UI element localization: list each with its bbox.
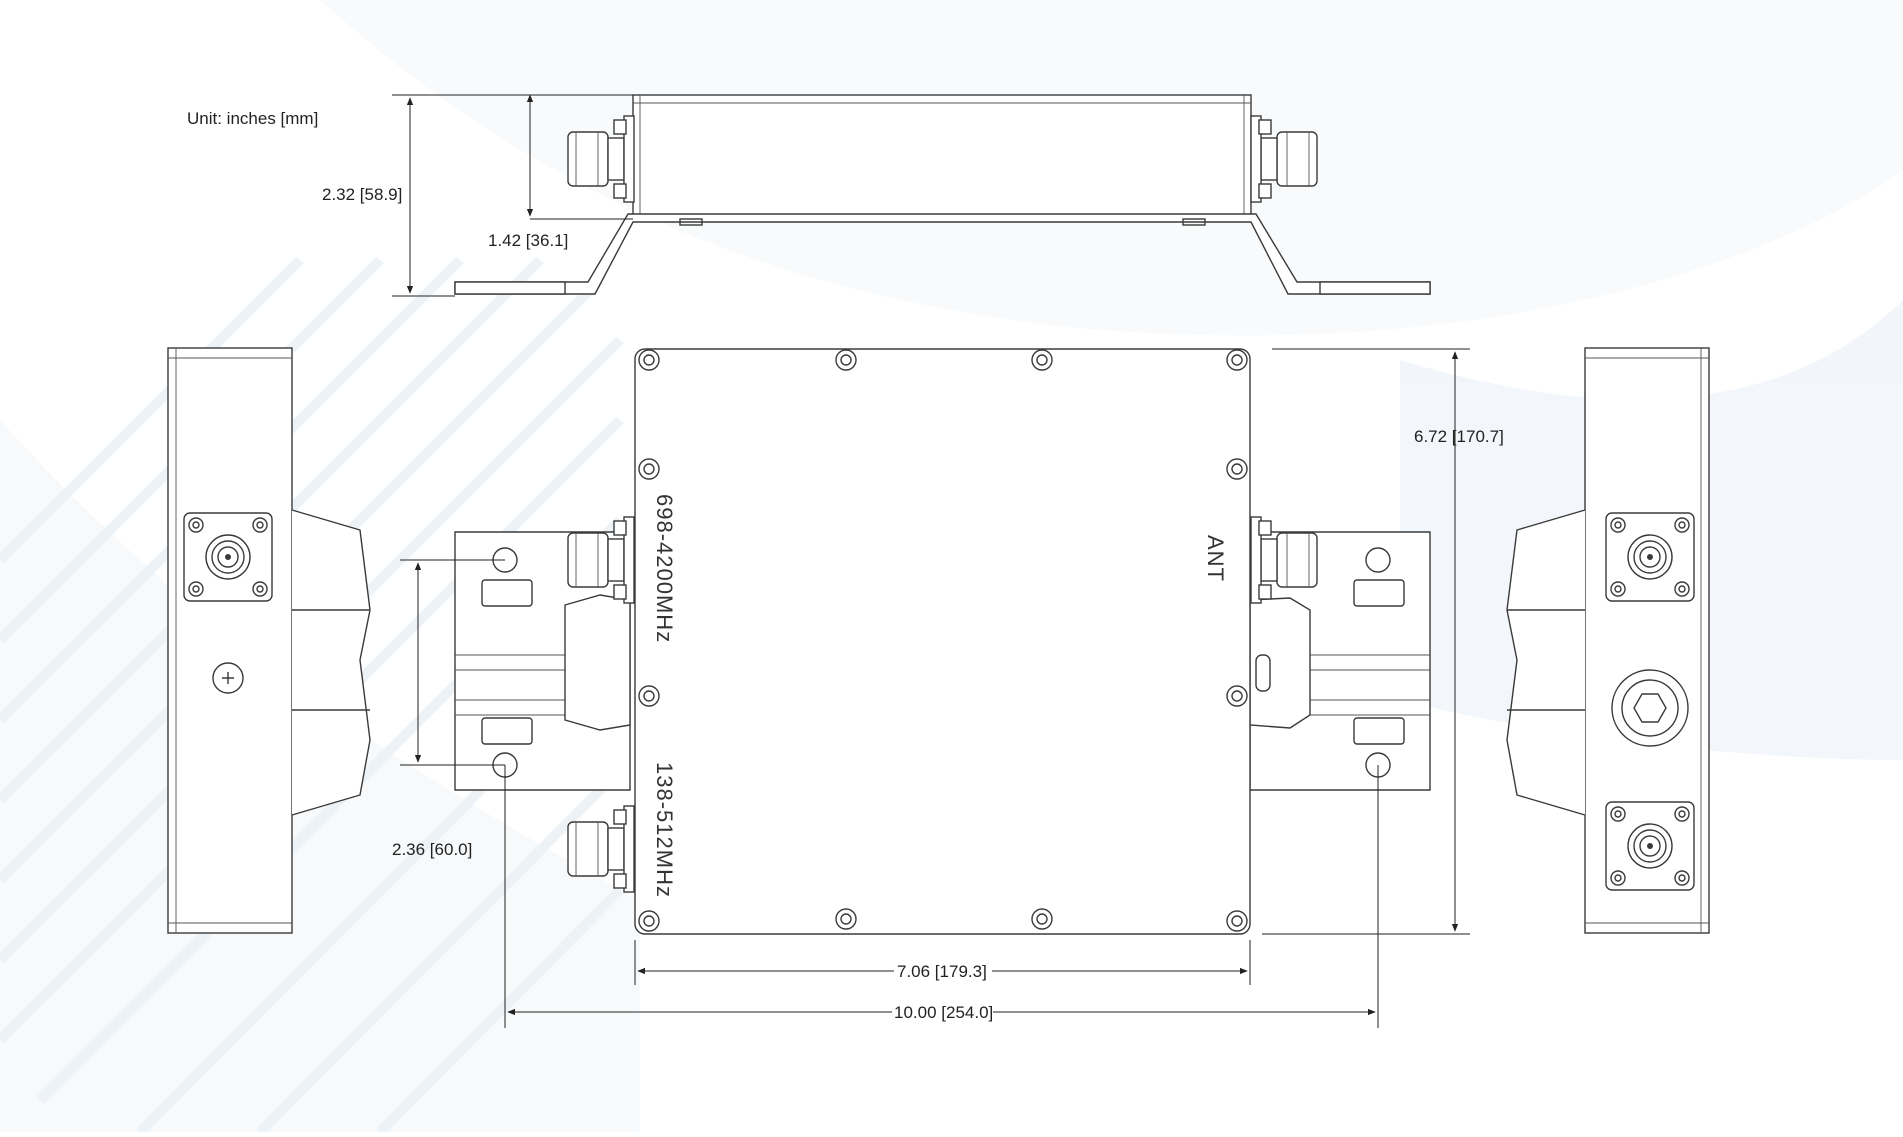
dim-label: 6.72 [170.7] [1414, 427, 1504, 446]
dim-label: 2.36 [60.0] [392, 840, 472, 859]
port-label-low-band: 138-512MHz [652, 762, 677, 898]
unit-note: Unit: inches [mm] [187, 109, 318, 128]
port-label-high-band: 698-4200MHz [652, 494, 677, 643]
dim-overall-height: 2.32 [58.9] [322, 94, 633, 297]
right-end-view [1506, 347, 1710, 934]
dim-label: 1.42 [36.1] [488, 231, 568, 250]
dim-body-depth: 6.72 [170.7] [1262, 348, 1504, 935]
dim-label: 2.32 [58.9] [322, 185, 402, 204]
dim-overall-width: 10.00 [254.0] [504, 765, 1379, 1028]
left-end-view [167, 347, 371, 934]
dim-label: 7.06 [179.3] [897, 962, 987, 981]
dim-body-width: 7.06 [179.3] [634, 940, 1251, 985]
dim-label: 10.00 [254.0] [894, 1003, 993, 1022]
dim-body-height: 1.42 [36.1] [488, 94, 633, 250]
side-view [454, 94, 1431, 295]
plan-view: 698-4200MHz 138-512MHz ANT [454, 348, 1431, 935]
dim-hole-spacing: 2.36 [60.0] [392, 559, 505, 859]
port-label-antenna: ANT [1203, 535, 1228, 582]
